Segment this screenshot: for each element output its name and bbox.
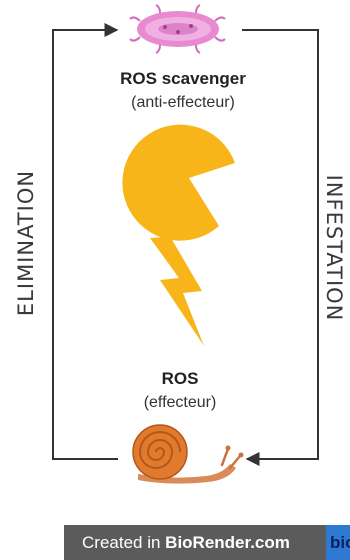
elimination-label: ELIMINATION <box>14 169 38 317</box>
credit-text: Created in BioRender.com <box>64 533 290 553</box>
parasite-icon <box>129 4 226 54</box>
credit-brand: BioRender.com <box>165 532 290 552</box>
ros-scavenger-title: ROS scavenger <box>120 69 246 88</box>
infestation-label: INFESTATION <box>322 174 346 322</box>
ros-title: ROS <box>161 369 199 388</box>
snail-icon <box>132 424 244 484</box>
effecteur-subtitle: (effecteur) <box>143 394 217 411</box>
arrow-infestation <box>242 29 319 466</box>
biorender-tab[interactable]: bio <box>326 525 350 560</box>
pacman-icon <box>122 124 235 241</box>
biorender-credit[interactable]: Created in BioRender.com bio <box>64 525 350 560</box>
cycle-diagram <box>52 4 319 484</box>
arrow-elimination <box>52 23 119 460</box>
anti-effecteur-subtitle: (anti-effecteur) <box>131 94 235 111</box>
lightning-bolt-icon <box>150 186 204 346</box>
credit-prefix: Created in <box>82 532 166 552</box>
